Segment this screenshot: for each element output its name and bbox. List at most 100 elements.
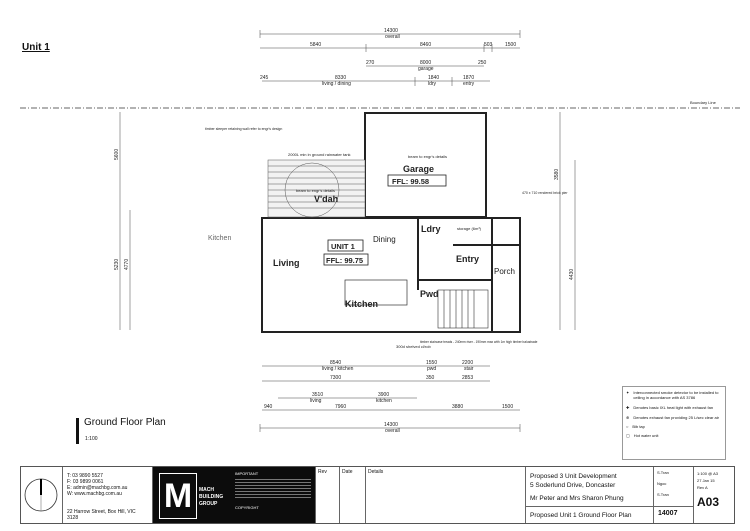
legend-item: ✦Interconnected smoke detector to be ins… <box>626 390 719 400</box>
room-label-garage: Garage <box>403 164 434 174</box>
issue-date: 27 Jan 15 <box>697 478 715 483</box>
company-logo-cell: M MACH BUILDING GROUP IMPORTANT COPYRIGH… <box>153 467 316 523</box>
drawn-by: Ngoc <box>657 481 667 486</box>
room-label-entry: Entry <box>456 254 479 264</box>
important-label: IMPORTANT <box>235 471 259 476</box>
legend-item: ⊕Denotes exhaust fan providing 25 L/sec … <box>626 415 719 420</box>
room-label-living: Living <box>273 258 300 268</box>
dim-label: living / dining <box>322 81 351 87</box>
website: W: www.machbg.com.au <box>67 491 122 497</box>
unit-heading: Unit 1 <box>22 42 50 53</box>
kitchen-island <box>344 279 408 306</box>
hot-water-icon: ▢ <box>626 433 630 438</box>
dim: 245 <box>260 75 269 81</box>
dim-label: stair <box>464 366 474 372</box>
side-dimensions <box>119 112 576 330</box>
project-cell: Proposed 3 Unit Development 5 Soderlund … <box>526 467 654 523</box>
note-pier: 470 x 710 rendered brick pier <box>522 191 568 195</box>
dim-label: pwd <box>427 366 436 372</box>
dim: 1500 <box>502 404 513 410</box>
dim: 2200 <box>462 360 473 366</box>
room-label-storage: storage (6m³) <box>457 226 482 231</box>
dim: 350 <box>426 375 435 381</box>
north-point-cell <box>21 467 63 523</box>
bib-tap-icon: ○ <box>626 424 629 429</box>
exhaust-light-icon: ✚ <box>626 405 630 410</box>
drawing-title: Proposed Unit 1 Ground Floor Plan <box>526 506 653 524</box>
copyright-label: COPYRIGHT <box>235 505 259 510</box>
legend-item: ▢Hot water unit <box>626 433 659 438</box>
scale: 1:100 @ A3 <box>697 471 718 476</box>
dim-label: ldry <box>428 81 437 87</box>
client: Mr Peter and Mrs Sharon Phung <box>530 495 624 502</box>
dim-label: living / kitchen <box>322 366 354 372</box>
room-label-pwd: Pwd <box>420 289 439 299</box>
neighbour-kitchen-label: Kitchen <box>208 235 231 242</box>
top-dimensions <box>259 30 521 86</box>
boundary-label: Boundary Line <box>690 100 717 105</box>
dim-label: garage <box>418 66 434 72</box>
legend: ✦Interconnected smoke detector to be ins… <box>622 386 726 460</box>
dim: 3900 <box>378 392 389 398</box>
exhaust-fan-icon: ⊕ <box>626 415 630 420</box>
walls <box>261 112 521 333</box>
dim-label: living <box>310 398 322 404</box>
dim: 7300 <box>330 375 341 381</box>
note-beam: beam to engr's details <box>408 154 447 159</box>
note-beam: beam to engr's details <box>296 188 335 193</box>
dim: 1550 <box>426 360 437 366</box>
garage-ffl: FFL: 99.58 <box>392 177 429 186</box>
contact-cell: T: 03 9890 5527 F: 03 9899 0061 E: admin… <box>63 467 153 523</box>
dim: 8540 <box>330 360 341 366</box>
dim: 3580 <box>554 169 560 180</box>
legend-item: ✚Denotes basic IXL heat light with exhau… <box>626 405 714 410</box>
dim: 8330 <box>335 75 346 81</box>
dim: 2853 <box>462 375 473 381</box>
dim-bottom-overall: 14300 <box>384 422 398 428</box>
dim: 1870 <box>463 75 474 81</box>
room-label-vdah: V'dah <box>314 194 338 204</box>
dim: 270 <box>366 60 375 66</box>
verandah-deck <box>267 159 366 218</box>
dim: 4770 <box>124 259 130 270</box>
dim-top-overall: 14300 <box>384 28 398 34</box>
note-sleeper-wall: timber sleeper retaining wall refer to e… <box>205 127 282 131</box>
note-tank: 2000L min in ground rainwater tank <box>288 152 351 157</box>
dim: 3880 <box>452 404 463 410</box>
dim: 5840 <box>310 42 321 48</box>
dim: 5230 <box>114 259 120 270</box>
staff-cell: S.Tran Ngoc S.Tran 14007 <box>654 467 694 523</box>
checked-by: S.Tran <box>657 492 669 497</box>
dim: 5600 <box>114 149 120 160</box>
note-robe: 300d shelved cl/rob <box>396 344 431 349</box>
designed-by: S.Tran <box>657 470 669 475</box>
dim: 940 <box>264 404 273 410</box>
date-header: Date <box>340 467 366 523</box>
staircase <box>437 289 489 329</box>
dim: 3510 <box>312 392 323 398</box>
dim: 4430 <box>569 269 575 280</box>
sheet-number: A03 <box>697 495 720 509</box>
dim: 8460 <box>420 42 431 48</box>
unit-label: UNIT 1 <box>331 242 355 251</box>
room-label-dining: Dining <box>373 235 396 244</box>
plan-title-marker <box>76 418 79 444</box>
email: E: admin@machbg.com.au <box>67 485 128 491</box>
dim: 1840 <box>428 75 439 81</box>
room-label-laundry: Ldry <box>421 224 441 234</box>
revision: Rev A <box>697 485 708 490</box>
room-label-porch: Porch <box>494 267 515 276</box>
dim-label: kitchen <box>376 398 392 404</box>
dim: 8000 <box>420 60 431 66</box>
dim: 1500 <box>505 42 516 48</box>
logo-mark: M <box>159 473 197 519</box>
dim-bottom-overall-label: overall <box>385 428 400 434</box>
note-stair: timber staircase treads - 240mm riser - … <box>420 340 538 344</box>
project-name: Proposed 3 Unit Development <box>530 473 617 480</box>
phone: T: 03 9890 5527 <box>67 473 103 479</box>
north-arrow-icon <box>24 478 58 512</box>
project-address: 5 Soderlund Drive, Doncaster <box>530 482 616 489</box>
details-header: Details <box>366 467 526 523</box>
dim: 250 <box>478 60 487 66</box>
